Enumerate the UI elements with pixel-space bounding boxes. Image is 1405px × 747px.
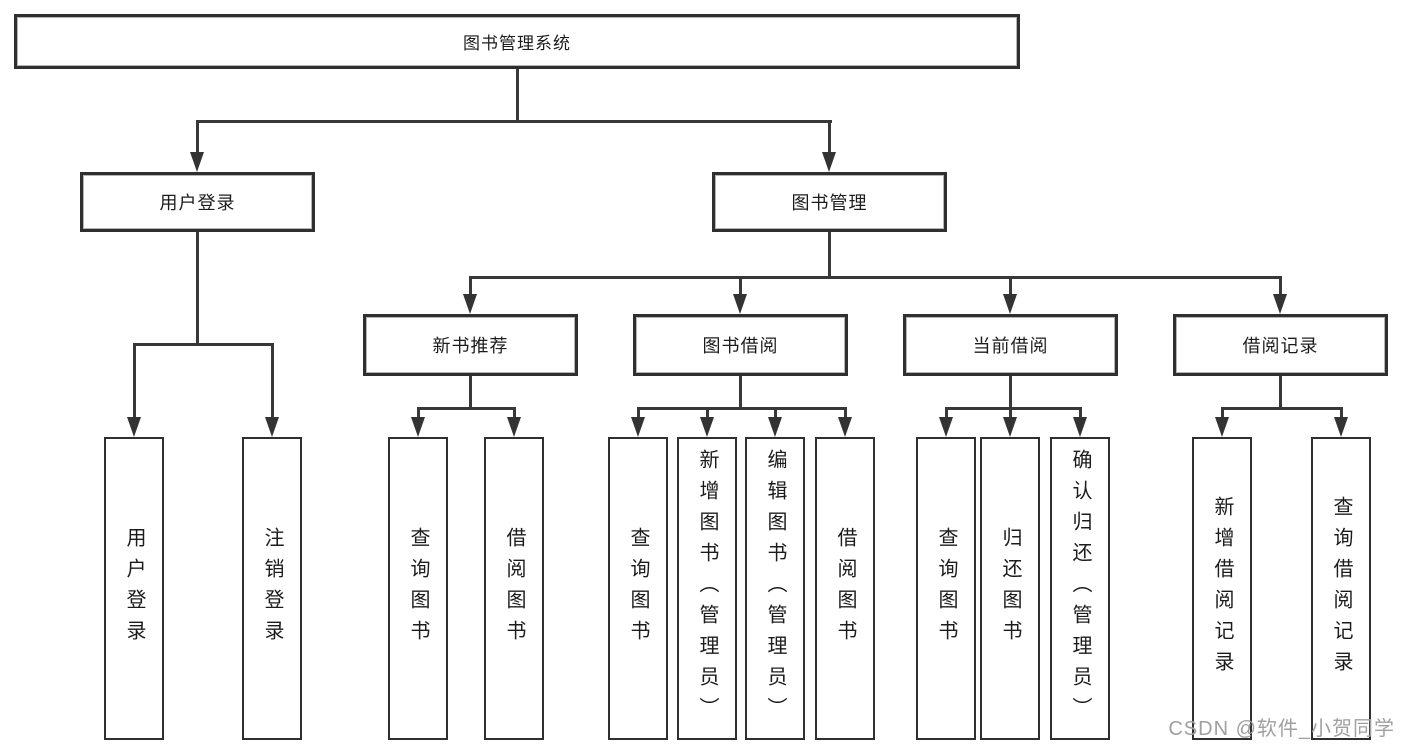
connector-current-stem [1009,376,1012,408]
connector-bookborrow-leaf4-stem [844,407,847,419]
connector-bookborrow-stem [739,376,742,408]
node-book-management: 图书管理 [712,172,947,232]
node-new-book-recommend: 新书推荐 [363,314,578,376]
leaf-edit-books-admin: 编辑图书（管理员） [745,437,805,740]
arrow-down-icon [768,417,782,437]
leaf-user-login: 用户登录 [104,437,164,740]
arrow-down-icon [265,417,279,437]
leaf-query-borrow-record-label: 查询借阅记录 [1330,495,1352,682]
connector-newbook-bar [417,407,516,410]
leaf-confirm-return-admin-label: 确认归还（管理员） [1069,449,1091,728]
leaf-newbook-borrow-books: 借阅图书 [484,437,544,740]
leaf-edit-books-admin-label: 编辑图书（管理员） [764,449,786,728]
connector-userlogin-leaf1-stem [133,343,136,417]
leaf-current-query-books-label: 查询图书 [935,526,957,651]
connector-group1-stem [469,276,472,294]
leaf-newbook-borrow-books-label: 借阅图书 [503,526,525,651]
node-root: 图书管理系统 [14,14,1020,69]
arrow-down-icon [700,417,714,437]
connector-root-userlogin-stem [196,120,199,152]
leaf-borrow-query-books: 查询图书 [608,437,668,740]
leaf-return-books-label: 归还图书 [999,526,1021,651]
leaf-add-books-admin: 新增图书（管理员） [677,437,737,740]
connector-newbook-leaf1-stem [417,407,420,419]
connector-userlogin-bar [133,343,274,346]
node-book-borrowing: 图书借阅 [633,314,848,376]
arrow-down-icon [463,294,477,314]
connector-record-leaf1-stem [1221,407,1224,419]
arrow-down-icon [190,152,204,172]
connector-bookborrow-leaf3-stem [774,407,777,419]
connector-root-stem [516,69,519,120]
node-user-login-label: 用户登录 [159,193,236,213]
arrow-down-icon [411,417,425,437]
arrow-down-icon [822,152,836,172]
leaf-logout-label: 注销登录 [261,526,283,651]
connector-newbook-leaf2-stem [513,407,516,419]
arrow-down-icon [507,417,521,437]
leaf-current-query-books: 查询图书 [916,437,976,740]
leaf-user-login-label: 用户登录 [123,526,145,651]
node-borrowing-records-label: 借阅记录 [1242,336,1319,356]
leaf-add-borrow-record: 新增借阅记录 [1192,437,1252,740]
connector-root-bar [196,120,832,123]
arrow-down-icon [733,294,747,314]
connector-group4-stem [1279,276,1282,294]
connector-newbook-stem [469,376,472,408]
node-borrowing-records: 借阅记录 [1173,314,1388,376]
arrow-down-icon [838,417,852,437]
connector-bookborrow-leaf1-stem [637,407,640,419]
csdn-watermark: CSDN @软件_小贺同学 [1168,718,1395,740]
leaf-borrow-borrow-books-label: 借阅图书 [834,526,856,651]
connector-current-leaf3-stem [1079,407,1082,419]
node-current-borrowing: 当前借阅 [903,314,1118,376]
node-book-management-label: 图书管理 [791,193,868,213]
node-user-login: 用户登录 [80,172,315,232]
arrow-down-icon [1273,294,1287,314]
connector-record-stem [1279,376,1282,408]
connector-userlogin-stem [196,232,199,344]
connector-userlogin-leaf2-stem [271,343,274,417]
leaf-newbook-query-books: 查询图书 [388,437,448,740]
leaf-add-borrow-record-label: 新增借阅记录 [1211,495,1233,682]
arrow-down-icon [1003,294,1017,314]
leaf-query-borrow-record: 查询借阅记录 [1311,437,1371,740]
leaf-confirm-return-admin: 确认归还（管理员） [1050,437,1110,740]
arrow-down-icon [1073,417,1087,437]
leaf-return-books: 归还图书 [980,437,1040,740]
connector-current-leaf2-stem [1009,407,1012,419]
node-new-book-recommend-label: 新书推荐 [432,336,509,356]
node-current-borrowing-label: 当前借阅 [972,336,1049,356]
leaf-logout: 注销登录 [242,437,302,740]
leaf-newbook-query-books-label: 查询图书 [407,526,429,651]
connector-current-leaf1-stem [945,407,948,419]
leaf-borrow-borrow-books: 借阅图书 [815,437,875,740]
node-root-label: 图书管理系统 [463,34,571,53]
arrow-down-icon [631,417,645,437]
connector-root-bookmgmt-stem [828,120,831,152]
arrow-down-icon [939,417,953,437]
connector-record-bar [1221,407,1343,410]
connector-group2-stem [739,276,742,294]
arrow-down-icon [1334,417,1348,437]
connector-current-bar [945,407,1082,410]
leaf-borrow-query-books-label: 查询图书 [627,526,649,651]
arrow-down-icon [1003,417,1017,437]
node-book-borrowing-label: 图书借阅 [702,336,779,356]
arrow-down-icon [1215,417,1229,437]
connector-bookborrow-bar [637,407,847,410]
connector-bookborrow-leaf2-stem [706,407,709,419]
connector-bookmgmt-stem [828,232,831,277]
arrow-down-icon [127,417,141,437]
leaf-add-books-admin-label: 新增图书（管理员） [696,449,718,728]
connector-group3-stem [1009,276,1012,294]
connector-bookmgmt-bar [469,276,1282,279]
connector-record-leaf2-stem [1340,407,1343,419]
